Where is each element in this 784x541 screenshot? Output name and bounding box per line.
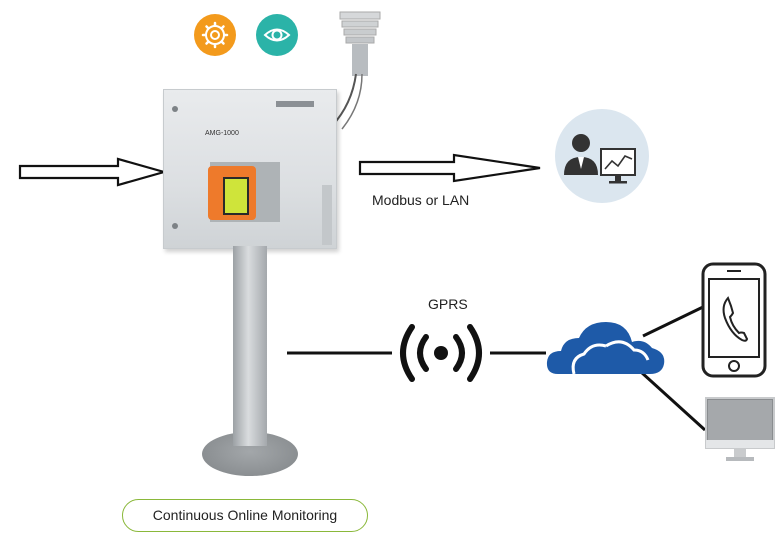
cabinet-brand-plate bbox=[276, 101, 314, 107]
desktop-monitor-icon bbox=[705, 397, 775, 461]
cloud-icon bbox=[546, 322, 665, 375]
wireless-signal-icon bbox=[400, 324, 482, 382]
client-terminal bbox=[555, 109, 649, 203]
weather-sensor-icon bbox=[331, 11, 381, 130]
smartphone-icon bbox=[701, 262, 767, 378]
cabinet-latch-icon bbox=[172, 106, 178, 229]
output-arrow-icon bbox=[358, 153, 541, 183]
eye-icon[interactable] bbox=[256, 14, 298, 56]
stand-pole bbox=[233, 246, 267, 446]
line-cloud-to-phone bbox=[642, 305, 704, 338]
gprs-label: GPRS bbox=[428, 296, 468, 312]
modbus-lan-label: Modbus or LAN bbox=[372, 192, 470, 208]
device-model-label: AMG-1000 bbox=[205, 130, 239, 137]
line-cloud-to-desktop bbox=[639, 370, 707, 432]
gas-detector-display bbox=[223, 177, 249, 215]
continuous-monitoring-label: Continuous Online Monitoring bbox=[122, 499, 368, 532]
input-arrow-icon bbox=[18, 157, 168, 187]
user-with-monitor-icon bbox=[564, 134, 636, 184]
gear-icon[interactable] bbox=[194, 14, 236, 56]
cabinet-side-mount bbox=[322, 185, 332, 245]
